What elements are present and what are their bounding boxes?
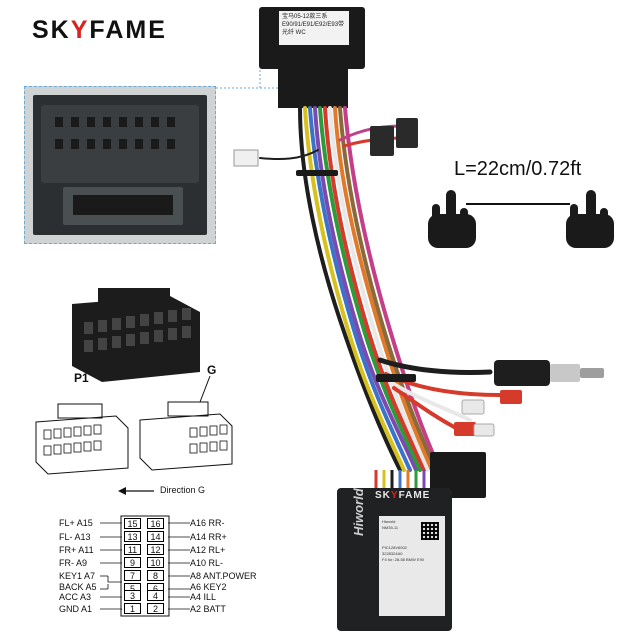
direction-label: Direction G bbox=[160, 485, 206, 495]
pin-left-7: ACC A3 bbox=[59, 592, 92, 602]
pin-cell-2: 2 bbox=[147, 603, 164, 614]
pin-right-6: A6 KEY2 bbox=[190, 582, 227, 592]
g-outline-sketch bbox=[139, 375, 233, 471]
box-brand-logo: SKYFAME bbox=[375, 490, 431, 501]
pin-left-2: FL- A13 bbox=[59, 532, 91, 542]
pin-right-5: A8 ANT.POWER bbox=[190, 571, 257, 581]
pin-cell-9: 9 bbox=[124, 557, 141, 568]
pin-right-4: A10 RL- bbox=[190, 558, 224, 568]
pin-left-4: FR- A9 bbox=[59, 558, 88, 568]
box-sticker: Hiworld NM35-11 PIC128V6002 3228324A0 F4… bbox=[379, 516, 445, 616]
harness-label: 宝马05-12款三系E90/91/E91/E92/E93带光纤 WC bbox=[279, 11, 349, 45]
pin-cell-12: 12 bbox=[147, 544, 164, 555]
g-label: G bbox=[207, 363, 217, 377]
connector-photo-inset bbox=[24, 86, 216, 244]
pin-cell-11: 11 bbox=[124, 544, 141, 555]
pin-cell-16: 16 bbox=[147, 518, 164, 529]
pin-cell-15: 15 bbox=[124, 518, 141, 529]
p1-label: P1 bbox=[74, 371, 89, 385]
pin-right-1: A16 RR- bbox=[190, 518, 225, 528]
pin-left-8: GND A1 bbox=[59, 604, 93, 614]
p1-connector-3d bbox=[72, 288, 200, 382]
pin-right-2: A14 RR+ bbox=[190, 532, 227, 542]
qr-code-icon bbox=[421, 522, 439, 540]
pin-cell-7: 7 bbox=[124, 570, 141, 581]
pin-left-1: FL+ A15 bbox=[59, 518, 93, 528]
pin-right-7: A4 ILL bbox=[190, 592, 217, 602]
pin-cell-10: 10 bbox=[147, 557, 164, 568]
pin-cell-14: 14 bbox=[147, 531, 164, 542]
pin-right-3: A12 RL+ bbox=[190, 545, 226, 555]
car-side-connector: 宝马05-12款三系E90/91/E91/E92/E93带光纤 WC bbox=[259, 7, 365, 69]
hiworld-logo: Hiworld bbox=[351, 488, 366, 536]
p1-outline-sketch bbox=[35, 403, 129, 475]
canbus-decoder-box: SKYFAME Hiworld Hiworld NM35-11 PIC128V6… bbox=[337, 488, 452, 631]
pin-cell-1: 1 bbox=[124, 603, 141, 614]
brand-logo: SKYFAME bbox=[32, 16, 167, 44]
length-measurement: L=22cm/0.72ft bbox=[454, 158, 582, 180]
pin-cell-13: 13 bbox=[124, 531, 141, 542]
pin-left-3: FR+ A11 bbox=[59, 545, 94, 555]
pin-cell-4: 4 bbox=[147, 590, 164, 601]
right-hand-icon bbox=[566, 190, 614, 248]
pin-cell-3: 3 bbox=[124, 590, 141, 601]
pin-cell-8: 8 bbox=[147, 570, 164, 581]
left-hand-icon bbox=[428, 190, 476, 248]
pin-right-8: A2 BATT bbox=[190, 604, 226, 614]
direction-arrow bbox=[118, 487, 154, 495]
pin-left-5: KEY1 A7 bbox=[59, 571, 96, 581]
pin-left-6: BACK A5 bbox=[59, 582, 97, 592]
